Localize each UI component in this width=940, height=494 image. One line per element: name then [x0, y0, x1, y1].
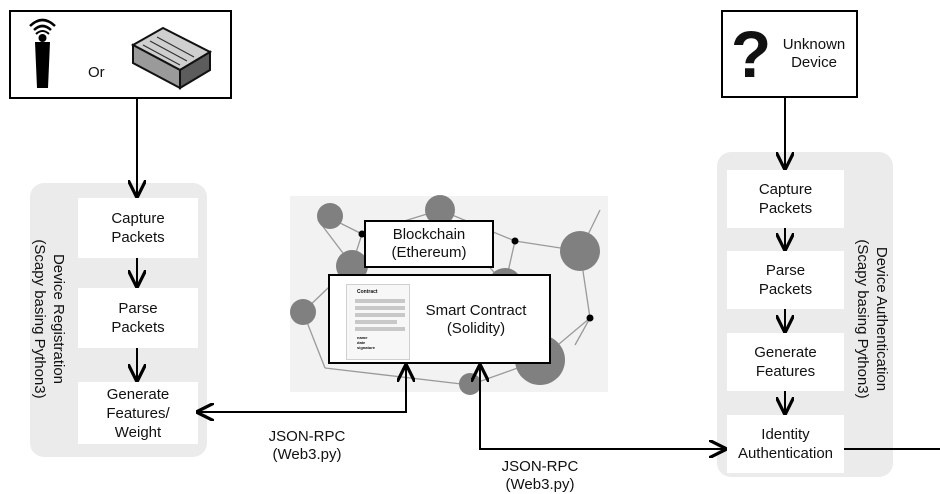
network-node — [290, 299, 316, 325]
network-junction — [586, 314, 594, 322]
auth-identity-authentication: Identity Authentication — [727, 415, 844, 473]
auth-capture-packets: Capture Packets — [727, 170, 844, 228]
rpc-right-label: JSON-RPC (Web3.py) — [501, 458, 579, 493]
smart-contract-label: Smart Contract (Solidity) — [425, 302, 527, 337]
contract-document-icon: Contract name date signature — [346, 284, 410, 360]
question-mark-icon: ? — [730, 17, 772, 91]
network-junction — [511, 237, 519, 245]
reg-parse-packets: Parse Packets — [78, 288, 198, 348]
unknown-device-label: Unknown Device — [782, 36, 846, 71]
contract-doc-footer: name date signature — [357, 335, 376, 350]
network-junctions — [358, 230, 594, 322]
rpc-left-label: JSON-RPC (Web3.py) — [268, 428, 346, 463]
contract-doc-title: Contract — [357, 289, 378, 295]
reg-generate-features: Generate Features/ Weight — [78, 382, 198, 444]
rpc-left-connector — [198, 366, 406, 412]
antenna-icon — [29, 18, 56, 88]
unknown-device-box — [721, 10, 858, 98]
network-node — [425, 195, 455, 225]
switch-icon — [130, 26, 213, 90]
network-node — [560, 231, 600, 271]
network-node — [317, 203, 343, 229]
reg-capture-packets: Capture Packets — [78, 198, 198, 258]
rpc-right-connector — [480, 366, 725, 449]
auth-generate-features: Generate Features — [727, 333, 844, 391]
or-label: Or — [88, 64, 105, 81]
blockchain-box: Blockchain (Ethereum) — [364, 220, 494, 268]
auth-parse-packets: Parse Packets — [727, 251, 844, 309]
network-junction — [358, 230, 366, 238]
